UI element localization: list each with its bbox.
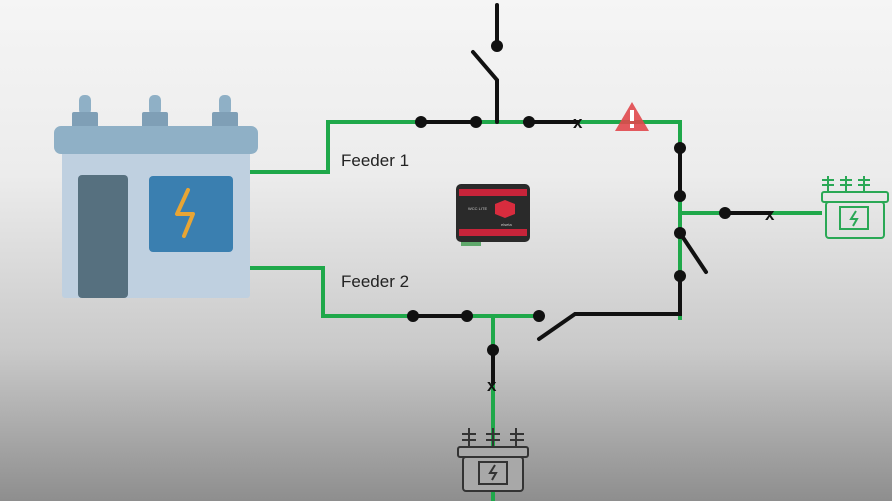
x-mark-icon: x bbox=[487, 376, 497, 395]
x-mark-icon: x bbox=[573, 113, 583, 132]
disconnect-switch-open bbox=[471, 3, 503, 124]
feeder2-label: Feeder 2 bbox=[341, 272, 409, 291]
svg-text:elseta: elseta bbox=[501, 222, 512, 227]
wcc-lite-device: WCC LITE elseta bbox=[456, 184, 530, 246]
transformer-icon bbox=[821, 176, 889, 239]
transformer-icon bbox=[457, 428, 529, 492]
substation-icon bbox=[54, 95, 258, 298]
bolt-icon bbox=[175, 188, 195, 238]
svg-text:WCC LITE: WCC LITE bbox=[468, 206, 487, 211]
feeder1-label: Feeder 1 bbox=[341, 151, 409, 170]
tie-switch-open bbox=[678, 231, 708, 274]
warning-triangle-icon bbox=[615, 102, 649, 131]
x-mark-icon: x bbox=[765, 205, 775, 224]
